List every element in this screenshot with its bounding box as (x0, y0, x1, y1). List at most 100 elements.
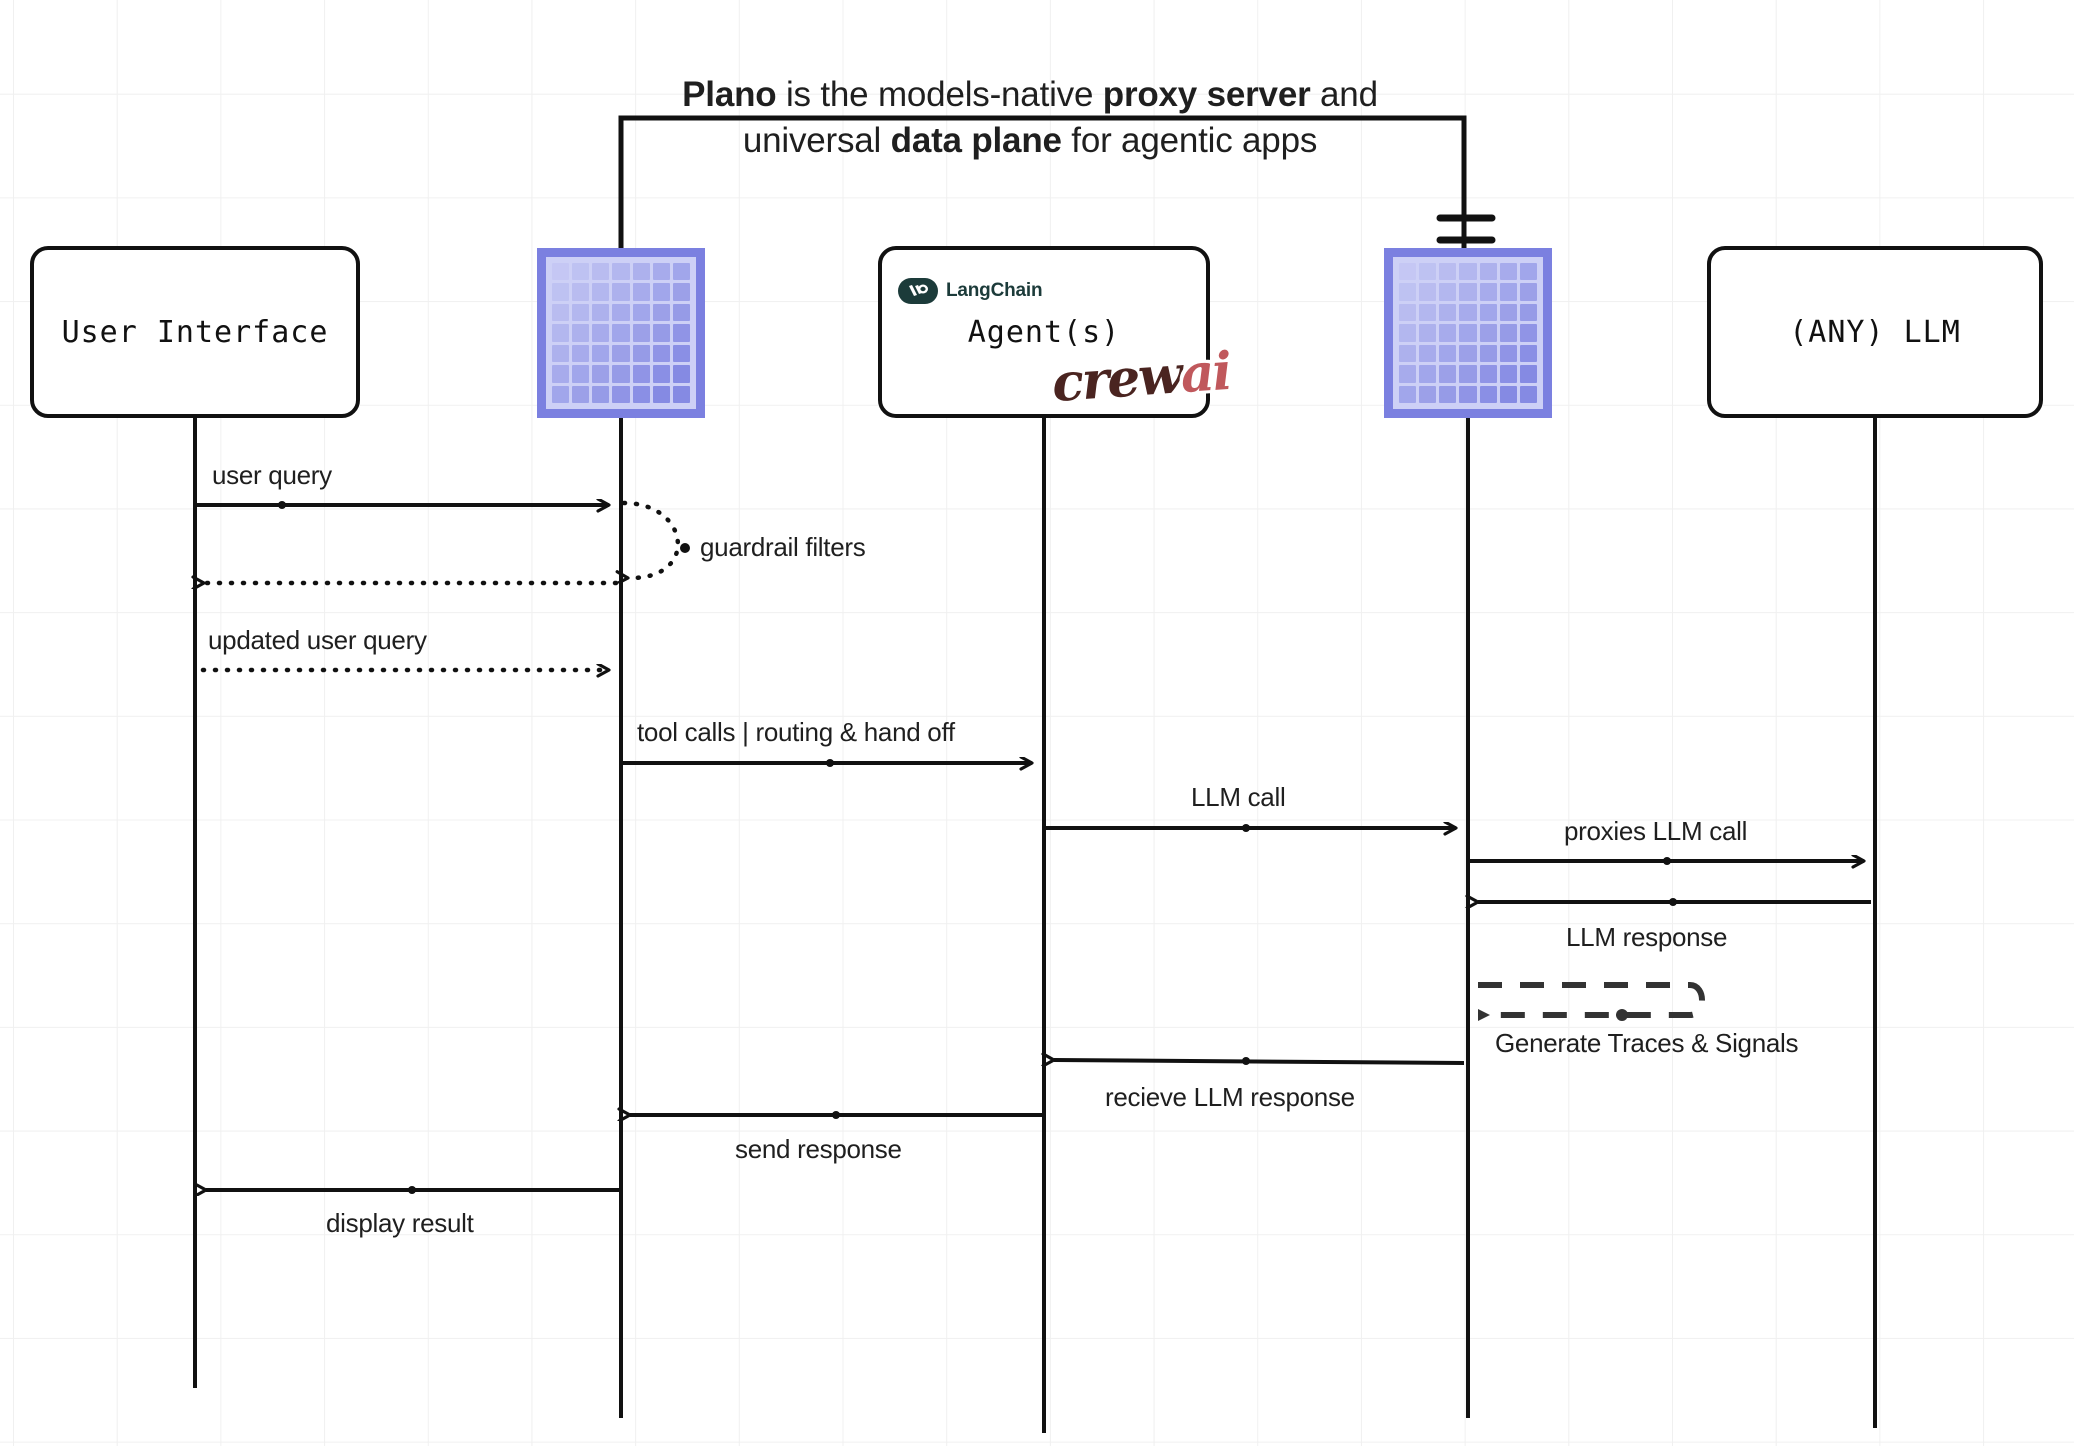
plano-logo-cell (592, 385, 610, 403)
message-arrow-tool-calls (621, 759, 1032, 767)
crewai-logo-crew: crew (1050, 344, 1183, 415)
lifeline-plano-left (619, 418, 623, 1418)
plano-logo-cell (1499, 263, 1517, 281)
crewai-logo-ai: ai (1178, 340, 1233, 406)
participant-label-agents: Agent(s) (967, 314, 1121, 350)
message-label-recieve-llm-response: recieve LLM response (1105, 1082, 1355, 1112)
diagram-title-line-2: universal data plane for agentic apps (560, 118, 1500, 164)
plano-logo-cell (1399, 283, 1417, 301)
plano-logo-cell (1479, 283, 1497, 301)
message-arrow-guardrail-filters (624, 500, 690, 578)
plano-logo-cell (1499, 365, 1517, 383)
plano-logo-cell (1519, 385, 1537, 403)
plano-logo-cell (572, 385, 590, 403)
plano-logo-cell (1519, 324, 1537, 342)
plano-logo-cell (632, 263, 650, 281)
plano-logo-cell (632, 344, 650, 363)
plano-logo-cell (672, 263, 690, 281)
plano-logo-cell (1499, 303, 1517, 322)
participant-plano-proxy-left[interactable] (537, 248, 705, 418)
plano-logo-cell (1439, 365, 1457, 383)
plano-logo-cell (552, 263, 570, 281)
plano-logo-cell (1479, 344, 1497, 363)
plano-logo-cell (1439, 303, 1457, 322)
message-label-llm-response: LLM response (1566, 922, 1728, 952)
plano-logo-cell (1519, 283, 1537, 301)
plano-logo-cell (672, 303, 690, 322)
plano-logo-cell (1459, 385, 1477, 403)
plano-logo-cell (672, 385, 690, 403)
message-arrow-llm-call (1044, 824, 1456, 832)
message-label-guardrail-filters: guardrail filters (700, 532, 866, 562)
plano-logo-cell (1419, 324, 1437, 342)
plano-logo-cell (1459, 324, 1477, 342)
plano-logo-cell (572, 365, 590, 383)
plano-logo-cell (1499, 344, 1517, 363)
plano-logo-cell (1439, 283, 1457, 301)
plano-logo-cell (1399, 344, 1417, 363)
plano-logo-cell (1479, 303, 1497, 322)
plano-logo-cell (652, 385, 670, 403)
lifeline-any-llm (1873, 418, 1877, 1428)
message-arrow-user-query (195, 501, 609, 509)
diagram-title-line-1: Plano is the models-native proxy server … (560, 72, 1500, 118)
plano-logo-cell (612, 263, 630, 281)
plano-logo-cell (1479, 365, 1497, 383)
title-token-6: for agentic apps (1061, 121, 1318, 161)
plano-logo-cell (1499, 324, 1517, 342)
plano-logo-cell (1399, 303, 1417, 322)
lifeline-user-interface (193, 418, 197, 1388)
message-label-display-result: display result (326, 1208, 474, 1238)
plano-logo-cell (672, 365, 690, 383)
plano-logo-cell (612, 324, 630, 342)
plano-logo-cell (1439, 344, 1457, 363)
plano-logo-cell (552, 365, 570, 383)
message-arrow-recieve-llm-response (1054, 1057, 1465, 1065)
plano-logo-cell (1459, 365, 1477, 383)
message-label-user-query: user query (212, 460, 332, 490)
plano-logo-cell (552, 283, 570, 301)
plano-logo-cell (552, 324, 570, 342)
message-label-generate-traces-signals: Generate Traces & Signals (1495, 1028, 1799, 1058)
title-token-1: is the models-native (776, 75, 1103, 114)
title-token-3: and (1310, 75, 1378, 114)
message-label-llm-call: LLM call (1191, 782, 1286, 812)
plano-logo-cell (1399, 263, 1417, 281)
plano-logo-cell (592, 263, 610, 281)
plano-logo-cell (572, 263, 590, 281)
message-label-proxies-llm-call: proxies LLM call (1564, 816, 1748, 846)
diagram-title: Plano is the models-native proxy server … (560, 72, 1500, 164)
plano-logo-cell (632, 283, 650, 301)
message-label-updated-user-query: updated user query (208, 625, 427, 655)
plano-logo-cell (1459, 303, 1477, 322)
message-arrow-proxies-llm-call (1468, 857, 1864, 865)
plano-logo-cell (1439, 324, 1457, 342)
participant-user-interface[interactable]: User Interface (30, 246, 360, 418)
participant-plano-proxy-right[interactable] (1384, 248, 1552, 418)
plano-logo-cell (1479, 263, 1497, 281)
plano-logo-cell (652, 263, 670, 281)
plano-logo-cell (1439, 385, 1457, 403)
plano-logo-cell (552, 303, 570, 322)
plano-logo-cell (1519, 344, 1537, 363)
plano-logo-cell (1519, 365, 1537, 383)
message-label-tool-calls: tool calls | routing & hand off (637, 717, 955, 747)
lifeline-plano-right (1466, 418, 1470, 1418)
langchain-badge: LangChain (898, 278, 1043, 304)
plano-logo-cell (612, 365, 630, 383)
plano-logo-cell (652, 344, 670, 363)
plano-logo-cell (592, 303, 610, 322)
plano-logo-cell (1399, 385, 1417, 403)
plano-logo-cell (1419, 365, 1437, 383)
plano-logo-cell (672, 283, 690, 301)
plano-logo-cell (592, 283, 610, 301)
title-token-plano: Plano (682, 75, 777, 114)
participant-agents[interactable]: Agent(s) (878, 246, 1210, 418)
plano-logo-cell (1479, 385, 1497, 403)
plano-logo-cell (1399, 365, 1417, 383)
crewai-logo: crewai (1050, 341, 1232, 414)
plano-logo-grid-left (546, 257, 696, 409)
participant-any-llm[interactable]: (ANY) LLM (1707, 246, 2043, 418)
